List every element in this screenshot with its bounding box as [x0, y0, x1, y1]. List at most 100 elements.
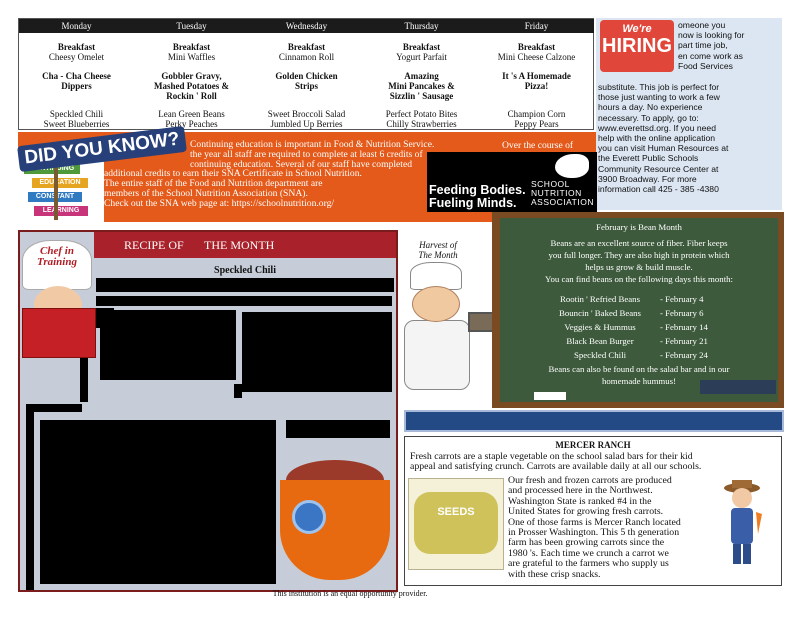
lunch-line: Sizzlin ' Sausage	[389, 91, 454, 101]
lunch-line: Cha - Cha Cheese	[42, 71, 111, 81]
side-item: Jumbled Up Berries	[270, 119, 343, 129]
hiring-line: www.everettsd.org. If you need	[598, 122, 716, 133]
recipe-block	[234, 384, 242, 398]
board-intro-line: You can find beans on the following days…	[545, 274, 733, 284]
harvest-title-line: Harvest of	[419, 240, 457, 250]
recipe-block	[26, 404, 82, 412]
lunch-line: Dippers	[61, 81, 92, 91]
sna-tagline-line: Feeding Bodies.	[429, 183, 526, 197]
hiring-line: hours a day. No experience	[598, 102, 703, 113]
hiring-line: those just wanting to work a few	[598, 92, 720, 103]
side-item: Speckled Chili	[49, 109, 104, 119]
hiring-badge-top: We're	[622, 23, 652, 35]
lunch-line: Strips	[294, 81, 318, 91]
board-title: February is Bean Month	[596, 222, 682, 232]
breakfast-label: Breakfast	[517, 42, 556, 52]
mercer-body: Our fresh and frozen carrots are produce…	[508, 475, 718, 580]
breakfast-item: Yogurt Parfait	[396, 52, 447, 62]
harvest-title-line: The Month	[418, 250, 458, 260]
recipe-book-icon	[22, 308, 96, 358]
chili-pot-icon	[280, 480, 390, 580]
bean-dish: Speckled Chili	[573, 350, 627, 360]
recipe-block	[96, 296, 392, 306]
hiring-line: now is looking for	[678, 30, 745, 41]
chef-face-icon	[412, 286, 460, 322]
mercer-body-line: in Prosser Washington. This 5 th generat…	[508, 527, 680, 539]
mercer-body-line: Washington State is ranked #4 in the	[508, 495, 652, 507]
recipe-header-left: RECIPE OF	[124, 238, 184, 252]
hiring-line: you can visit Human Resources at	[598, 143, 729, 154]
bean-day-row: Speckled Chili - February 24	[500, 350, 778, 364]
sna-tagline: Feeding Bodies. Fueling Minds.	[429, 184, 526, 210]
lunch-line: Pizza!	[524, 81, 549, 91]
board-intro-line: you full longer. They are also high in p…	[548, 250, 730, 260]
hiring-line: omeone you	[678, 20, 726, 30]
sign-education: EDUCATION	[32, 178, 88, 188]
hiring-line: 3900 Broadway. For more	[598, 173, 697, 184]
sign-continuing: CONTINUING	[24, 164, 80, 174]
recipe-block	[242, 312, 392, 392]
hiring-badge-main: HIRING	[602, 35, 672, 57]
mercer-body-line: farm has been growing carrots since the	[508, 537, 665, 549]
hiring-line: substitute. This job is perfect for	[598, 82, 720, 92]
sna-wordmark-line: NUTRITION	[531, 188, 582, 198]
menu-day-name: Friday	[479, 19, 594, 33]
lunch-line: Golden Chicken	[275, 71, 338, 81]
sna-wordmark-line: ASSOCIATION	[531, 197, 594, 207]
hiring-badge: We're HIRING	[600, 20, 674, 72]
mercer-intro-line: Fresh carrots are a staple vegetable on …	[410, 451, 693, 462]
board-outro-line: Beans can also be found on the salad bar…	[548, 364, 730, 374]
breakfast-item: Mini Cheese Calzone	[497, 52, 576, 62]
footer-note: This institution is an equal opportunity…	[272, 589, 428, 598]
recipe-block	[26, 412, 34, 590]
mercer-body-line: United States for growing fresh carrots.	[508, 506, 664, 518]
recipe-block	[100, 310, 236, 380]
mercer-body-line: 1980 's. Each time we crunch a carrot we	[508, 547, 669, 559]
side-item: Sweet Blueberries	[43, 119, 110, 129]
mercer-title: MERCER RANCH	[555, 440, 631, 450]
chef-hat-icon	[410, 262, 462, 290]
side-item: Peppy Pears	[514, 119, 559, 129]
side-item: Sweet Broccoli Salad	[267, 109, 346, 119]
chef-label-line: Chef in	[40, 245, 74, 257]
bean-dish: Black Bean Burger	[566, 336, 634, 346]
breakfast-label: Breakfast	[402, 42, 441, 52]
sna-tagline-line: Fueling Minds.	[429, 196, 517, 210]
recipe-block	[80, 328, 88, 402]
dyk-line: continuing education. Several of our sta…	[190, 158, 413, 170]
board-outro-line: homemade hummus!	[601, 376, 677, 386]
signpost-pole	[54, 156, 58, 220]
hiring-line: Food Services	[678, 60, 733, 71]
eraser-icon	[534, 392, 566, 400]
bean-date: - February 24	[660, 350, 708, 360]
chef-in-training-label: Chef in Training	[24, 246, 90, 268]
bean-day-row: Rootin ' Refried Beans - February 4	[500, 294, 778, 308]
bean-day-row: Veggies & Hummus- February 14	[500, 322, 778, 336]
bean-dish: Rootin ' Refried Beans	[559, 294, 640, 304]
board-intro-line: Beans are an excellent source of fiber. …	[550, 238, 728, 248]
bean-date: - February 4	[660, 294, 704, 304]
bean-date: - February 14	[660, 322, 708, 332]
bean-dish: Bouncin ' Baked Beans	[559, 308, 641, 318]
chef-body-icon	[404, 320, 470, 390]
board-bean-list: Rootin ' Refried Beans - February 4 Bounci…	[500, 294, 778, 364]
bean-day-row: Black Bean Burger - February 21	[500, 336, 778, 350]
lunch-line: Amazing	[404, 71, 439, 81]
lunch-entree: Gobbler Gravy,Mashed Potatoes &Rockin ' …	[134, 71, 249, 101]
chalkboard: February is Bean Month Beans are an exce…	[500, 218, 778, 402]
breakfast-item: Mini Waffles	[167, 52, 216, 62]
lunch-line: Mini Pancakes &	[388, 81, 455, 91]
breakfast-label: Breakfast	[172, 42, 211, 52]
sna-wordmark: SCHOOL NUTRITION ASSOCIATION	[531, 180, 594, 207]
sna-wordmark-line: SCHOOL	[531, 179, 570, 189]
bean-date: - February 21	[660, 336, 708, 346]
hiring-line: help with the online application	[598, 133, 716, 144]
